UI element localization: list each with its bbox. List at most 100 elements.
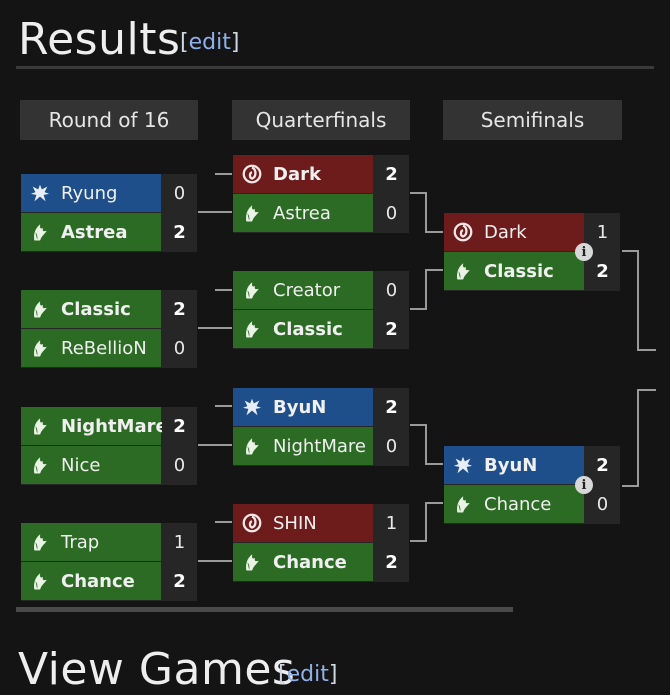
edit-link-wrapper-2: [edit]: [278, 662, 338, 687]
zerg-race-icon: [29, 298, 51, 320]
player-name-cell: ReBellioN: [21, 329, 161, 367]
player-name-cell: Dark: [233, 155, 373, 193]
player-slot[interactable]: Creator 0: [233, 271, 409, 309]
player-name-cell: Classic: [444, 252, 584, 290]
player-score: 1: [374, 504, 409, 542]
player-score: 2: [374, 543, 409, 581]
player-score: 2: [374, 155, 409, 193]
round-header-r16: Round of 16: [20, 100, 198, 140]
player-score: 0: [374, 271, 409, 309]
player-slot[interactable]: Nice 0: [21, 446, 197, 484]
player-name[interactable]: Dark: [273, 163, 321, 185]
player-name[interactable]: ByuN: [273, 396, 327, 418]
match-info-icon[interactable]: i: [575, 243, 593, 261]
player-slot[interactable]: Classic 2: [444, 252, 620, 290]
player-name-cell: Astrea: [21, 213, 161, 251]
protoss-race-icon: [241, 163, 263, 185]
player-name[interactable]: Classic: [484, 260, 554, 282]
player-name-cell: ByuN: [444, 446, 584, 484]
player-slot[interactable]: Chance 0: [444, 485, 620, 523]
zerg-race-icon: [241, 318, 263, 340]
player-name-cell: Classic: [233, 310, 373, 348]
player-name[interactable]: Dark: [484, 221, 527, 243]
player-score: 0: [162, 446, 197, 484]
player-name[interactable]: Chance: [273, 551, 347, 573]
player-name[interactable]: NightMare: [273, 435, 366, 457]
player-slot[interactable]: Chance 2: [233, 543, 409, 581]
player-name[interactable]: Trap: [61, 531, 100, 553]
player-name[interactable]: Classic: [61, 298, 131, 320]
zerg-race-icon: [452, 493, 474, 515]
player-score: 2: [162, 290, 197, 328]
player-name-cell: Creator: [233, 271, 373, 309]
player-name-cell: NightMare: [21, 407, 168, 445]
zerg-race-icon: [29, 415, 51, 437]
zerg-race-icon: [241, 435, 263, 457]
player-name-cell: NightMare: [233, 427, 373, 465]
player-name-cell: ByuN: [233, 388, 373, 426]
player-slot[interactable]: ByuN 2: [444, 446, 620, 484]
player-score: 0: [374, 427, 409, 465]
player-slot[interactable]: NightMare 0: [233, 427, 409, 465]
player-name[interactable]: Chance: [61, 570, 135, 592]
edit-link[interactable]: edit: [188, 30, 231, 55]
player-score: 2: [585, 446, 620, 484]
edit-link-wrapper: [edit]: [180, 30, 240, 55]
player-name[interactable]: ByuN: [484, 454, 538, 476]
protoss-race-icon: [241, 512, 263, 534]
player-score: 0: [585, 485, 620, 523]
player-slot[interactable]: Ryung 0: [21, 174, 197, 212]
zerg-race-icon: [29, 221, 51, 243]
player-slot[interactable]: Classic 2: [21, 290, 197, 328]
player-slot[interactable]: Dark 2: [233, 155, 409, 193]
zerg-race-icon: [29, 531, 51, 553]
player-name[interactable]: SHIN: [273, 512, 317, 534]
player-score: 2: [585, 252, 620, 290]
protoss-race-icon: [452, 221, 474, 243]
round-header-sf: Semifinals: [443, 100, 622, 140]
player-score: 0: [162, 174, 197, 212]
scrollbar[interactable]: [16, 607, 513, 612]
zerg-race-icon: [29, 337, 51, 359]
round-header-qf: Quarterfinals: [232, 100, 410, 140]
player-name[interactable]: Astrea: [273, 202, 331, 224]
player-score: 2: [162, 562, 197, 600]
zerg-race-icon: [241, 279, 263, 301]
player-name[interactable]: Ryung: [61, 182, 118, 204]
terran-race-icon: [241, 396, 263, 418]
player-name-cell: Chance: [21, 562, 161, 600]
player-name[interactable]: Creator: [273, 279, 341, 301]
player-name[interactable]: Astrea: [61, 221, 128, 243]
player-name[interactable]: Nice: [61, 454, 101, 476]
player-name-cell: Ryung: [21, 174, 161, 212]
player-name[interactable]: Chance: [484, 493, 552, 515]
edit-link-2[interactable]: edit: [286, 662, 329, 687]
player-slot[interactable]: Chance 2: [21, 562, 197, 600]
zerg-race-icon: [241, 551, 263, 573]
player-name[interactable]: Classic: [273, 318, 343, 340]
player-name-cell: Classic: [21, 290, 161, 328]
terran-race-icon: [29, 182, 51, 204]
player-name-cell: Dark: [444, 213, 584, 251]
zerg-race-icon: [29, 454, 51, 476]
player-name[interactable]: ReBellioN: [61, 337, 147, 359]
match-info-icon[interactable]: i: [575, 476, 593, 494]
player-name[interactable]: NightMare: [61, 415, 168, 437]
player-slot[interactable]: SHIN 1: [233, 504, 409, 542]
player-name-cell: SHIN: [233, 504, 373, 542]
